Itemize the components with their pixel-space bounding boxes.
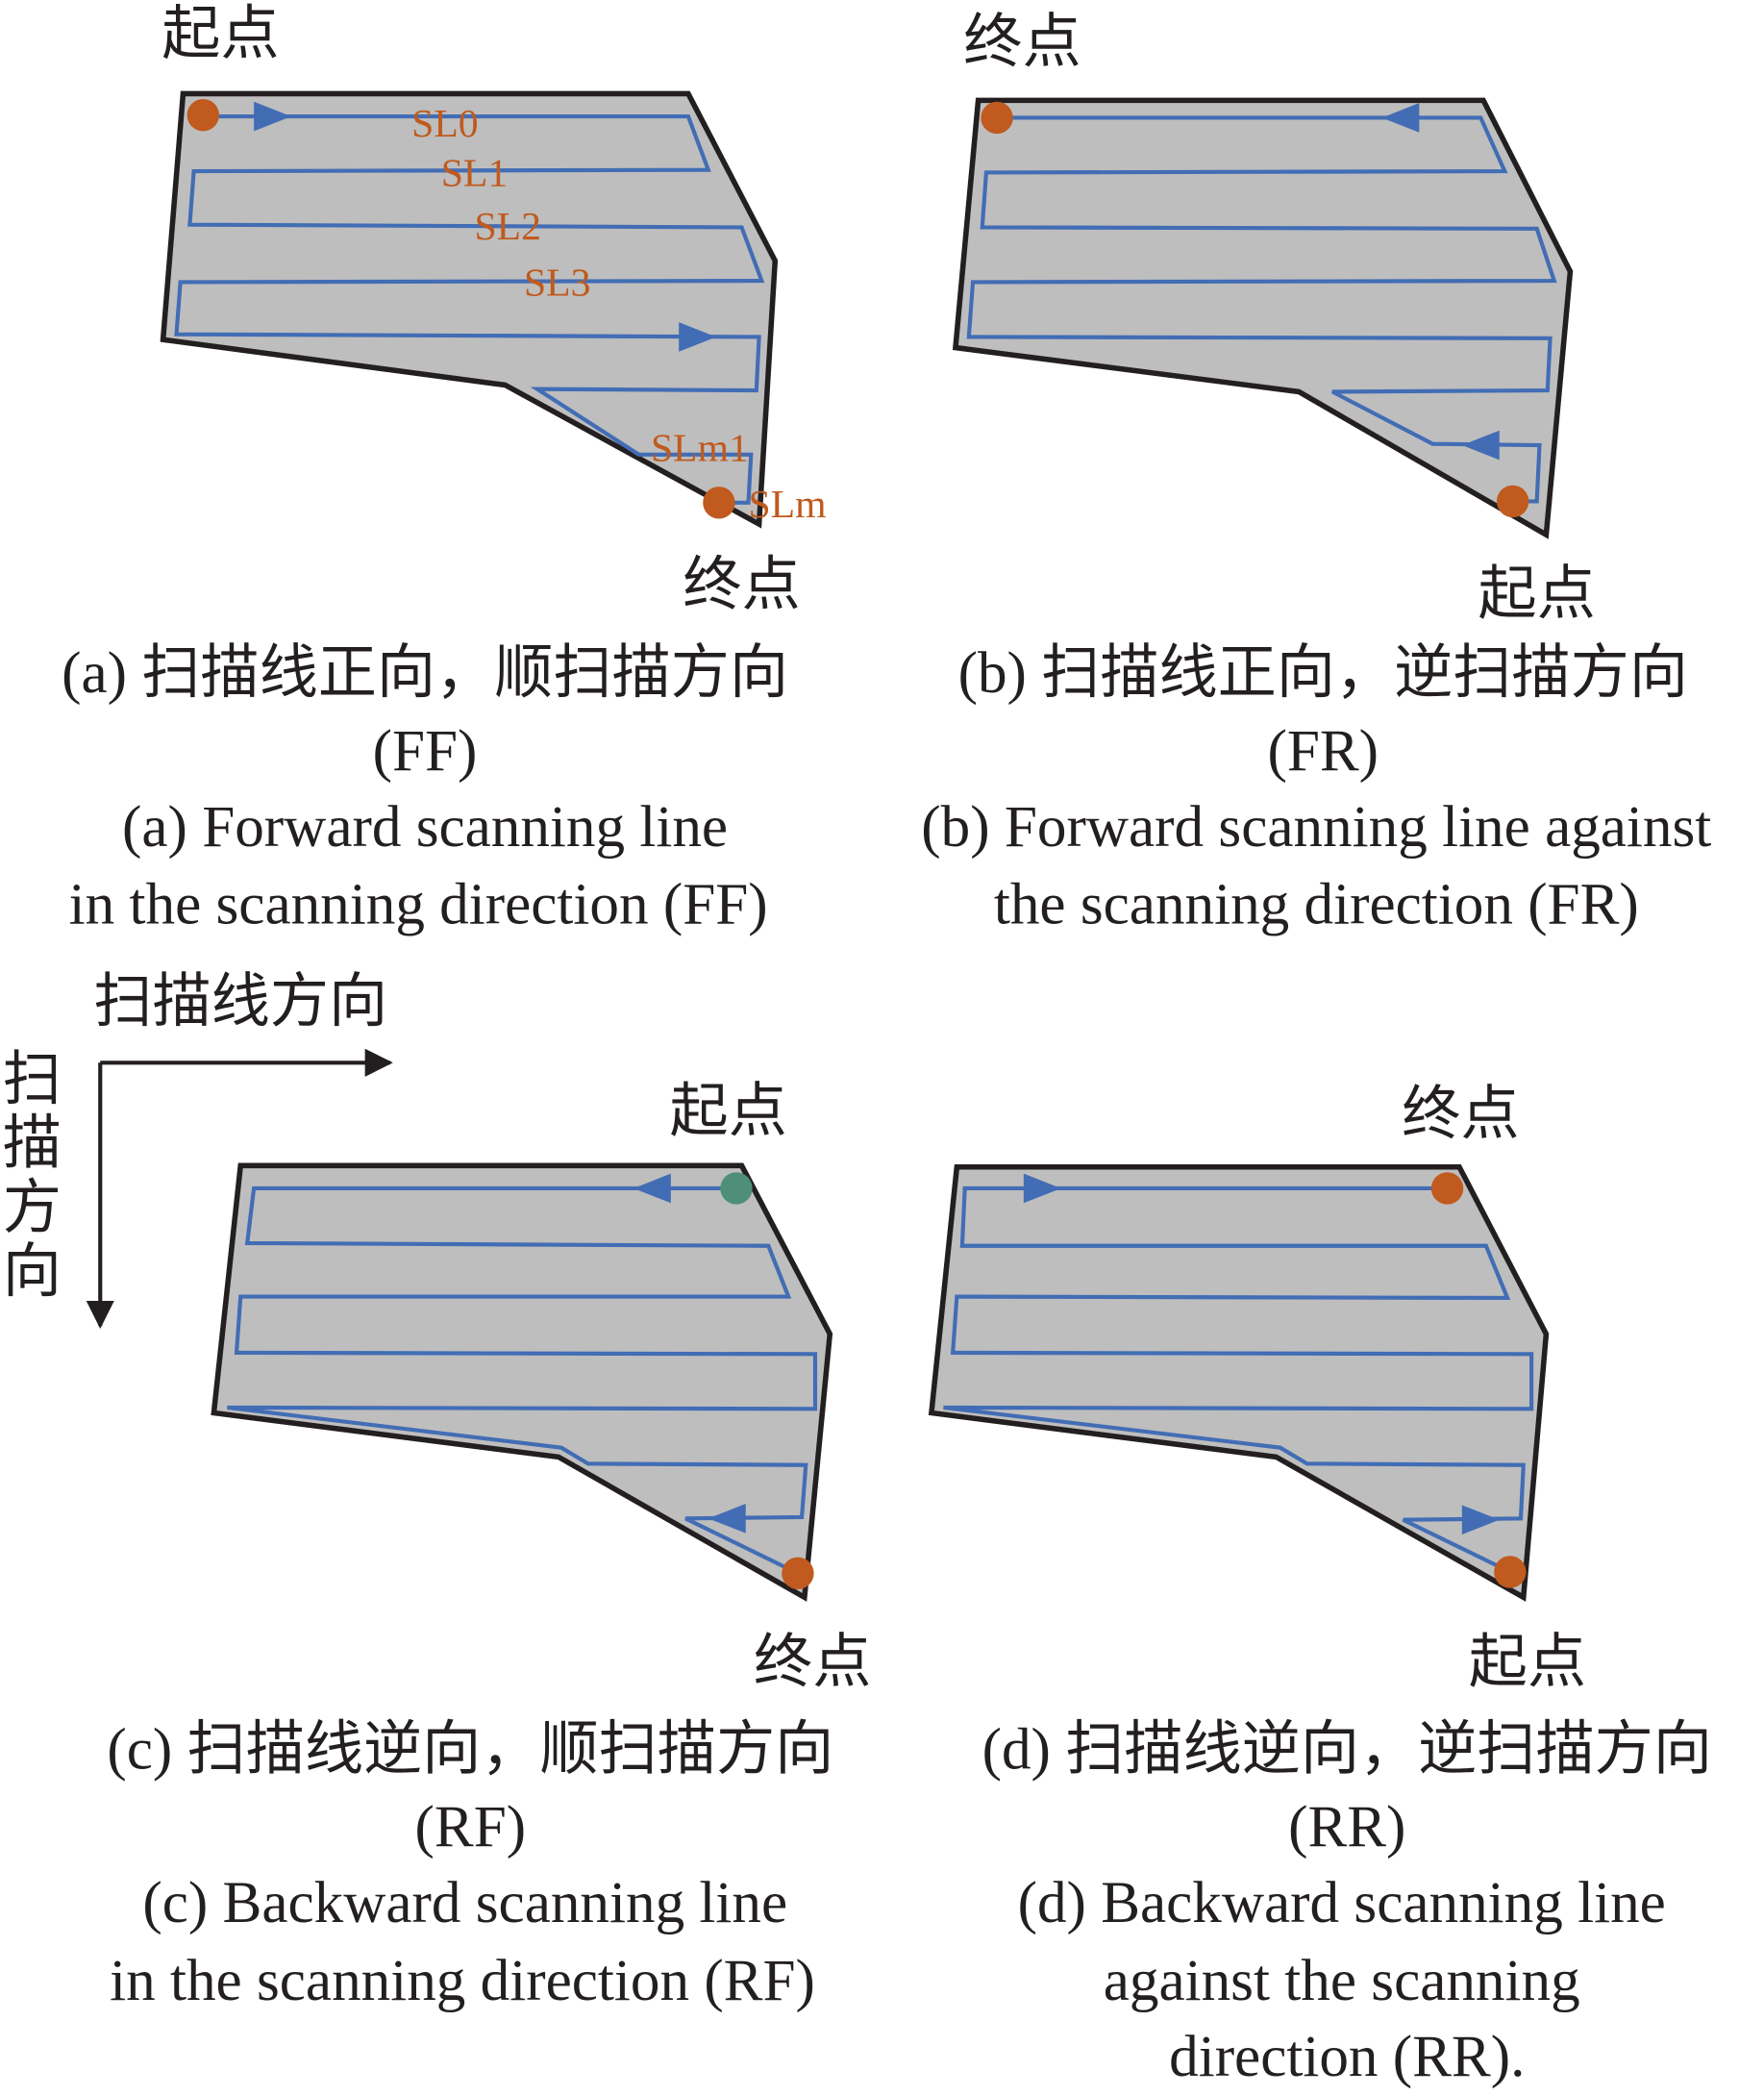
scan-path [227, 1185, 818, 1576]
end-label: 终点 [1402, 1082, 1519, 1147]
scan-line-label: SL0 [411, 102, 479, 146]
start-point [720, 1172, 753, 1205]
arrow-left-icon [1461, 430, 1500, 461]
arrow-right-icon [254, 101, 292, 132]
caption-code: (RR) [1288, 1794, 1405, 1859]
field-polygon [952, 97, 1574, 539]
field-polygon [211, 1162, 833, 1602]
caption-code: (FR) [1267, 718, 1379, 784]
caption-en: (a) Forward scanning line [122, 794, 728, 860]
scan-line-label: SL1 [441, 151, 509, 195]
caption-en: (c) Backward scanning line [142, 1870, 787, 1935]
arrow-right-icon [679, 322, 717, 352]
arrow-left-icon [1381, 103, 1420, 133]
end-label: 终点 [963, 10, 1081, 75]
field-polygon [160, 90, 779, 529]
field-polygon [928, 1163, 1550, 1602]
caption-en: against the scanning [1104, 1948, 1580, 2013]
scan-path [943, 1185, 1534, 1574]
caption-en: direction (RR). [1169, 2024, 1525, 2089]
panel-d: 终点 起点 (d) 扫描线逆向，逆扫描方向 (RR) (d) Backward … [928, 1082, 1712, 2089]
caption-zh: (d) 扫描线逆向，逆扫描方向 [982, 1716, 1712, 1782]
direction-legend: 扫描线方向 扫 描 方 向 [3, 969, 393, 1330]
start-label: 起点 [161, 2, 279, 67]
end-point [782, 1557, 814, 1590]
caption-en: in the scanning direction (RF) [110, 1948, 815, 2013]
end-label: 终点 [683, 552, 800, 617]
scan-line-label: SL3 [524, 261, 591, 305]
arrow-right-icon [1023, 1173, 1061, 1204]
scan-direction-char: 扫 [3, 1047, 62, 1112]
scan-path [174, 113, 765, 505]
scan-line-label: SL2 [475, 205, 542, 249]
scan-direction-char: 描 [3, 1111, 62, 1177]
end-label: 终点 [754, 1630, 871, 1695]
caption-zh: (b) 扫描线正向，逆扫描方向 [958, 640, 1688, 706]
start-point [1494, 1556, 1527, 1588]
scan-line-label: SLm1 [651, 427, 749, 471]
caption-en: (d) Backward scanning line [1018, 1870, 1666, 1935]
caption-en: the scanning direction (FR) [994, 872, 1639, 937]
start-point [186, 98, 219, 132]
start-label: 起点 [1469, 1630, 1586, 1695]
scan-direction-char: 向 [3, 1239, 62, 1305]
start-point [1496, 485, 1529, 518]
caption-code: (RF) [415, 1794, 527, 1859]
arrow-left-icon [708, 1504, 746, 1534]
end-point [981, 101, 1013, 135]
arrow-left-icon [633, 1173, 671, 1204]
panel-a: SL0 SL1 SL2 SL3 SLm1 SLm 起点 终点 (a) 扫描线正向… [62, 2, 826, 937]
start-label: 起点 [1478, 561, 1596, 627]
panel-b: 终点 起点 (b) 扫描线正向，逆扫描方向 (FR) (b) Forward s… [921, 10, 1711, 937]
caption-code: (FF) [373, 718, 478, 784]
panel-c: 起点 终点 (c) 扫描线逆向，顺扫描方向 (RF) (c) Backward … [107, 1079, 871, 2013]
caption-en: (b) Forward scanning line against [921, 794, 1711, 860]
arrow-right-icon [1461, 1505, 1500, 1535]
end-point [703, 487, 735, 519]
caption-en: in the scanning direction (FF) [69, 872, 768, 937]
scan-direction-char: 方 [3, 1175, 62, 1240]
scan-line-direction-label: 扫描线方向 [93, 969, 387, 1035]
caption-zh: (a) 扫描线正向，顺扫描方向 [62, 640, 788, 706]
start-label: 起点 [669, 1079, 786, 1144]
end-point [1430, 1172, 1464, 1205]
scan-line-label: SLm [748, 483, 826, 527]
caption-zh: (c) 扫描线逆向，顺扫描方向 [107, 1716, 833, 1782]
